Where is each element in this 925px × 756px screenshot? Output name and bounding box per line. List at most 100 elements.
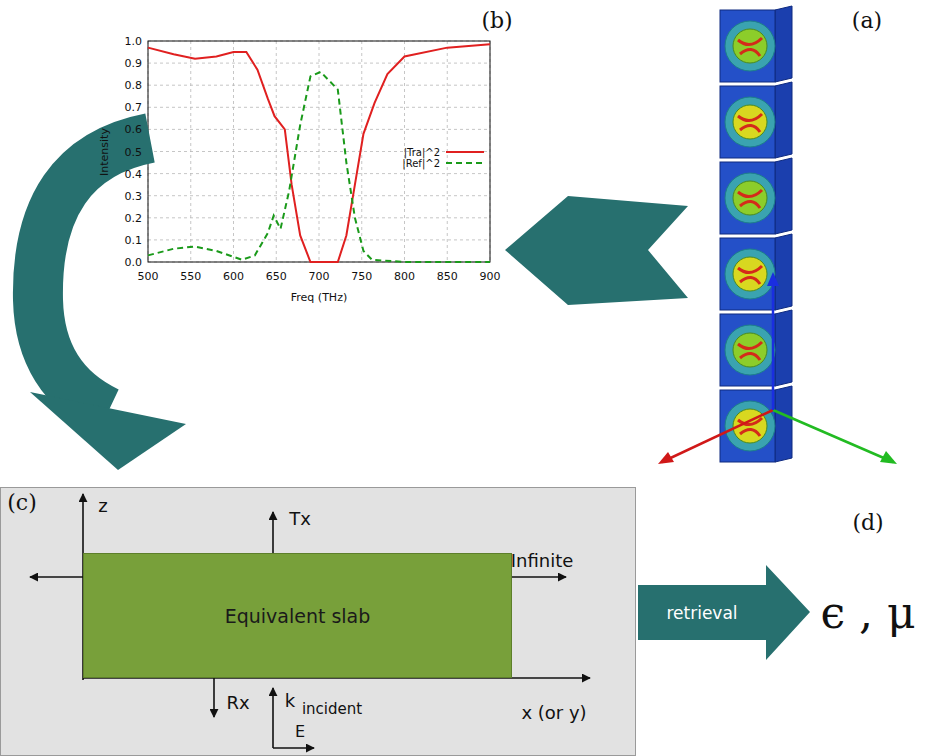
legend-entry: |Tra|^2	[404, 147, 440, 158]
cell-side-face	[775, 82, 792, 158]
axis-label: z	[98, 495, 107, 516]
y-tick-label: 0.2	[125, 211, 143, 224]
y-tick-label: 0.6	[125, 123, 143, 136]
cavity-ring	[725, 249, 775, 299]
panel-letter: (a)	[852, 8, 882, 33]
axis-z-head	[767, 272, 779, 286]
curved-flow-arrow	[38, 138, 150, 412]
cell-front-face	[720, 86, 775, 158]
cell-side-face	[775, 386, 792, 462]
sphere-field	[738, 38, 762, 56]
sphere-field	[738, 114, 762, 132]
cavity-ring	[725, 97, 775, 147]
axis-y-head	[880, 451, 897, 464]
cavity-ring	[725, 325, 775, 375]
sphere	[733, 181, 767, 215]
retrieval-arrow: retrieval	[638, 565, 810, 660]
x-tick-label: 850	[437, 270, 458, 283]
x-tick-label: 750	[351, 270, 372, 283]
x-tick-label: 600	[223, 270, 244, 283]
y-tick-label: 0.1	[125, 233, 143, 246]
grid-line	[319, 41, 320, 262]
cell-front-face	[720, 314, 775, 386]
panel-background	[1, 488, 636, 756]
node-label: retrieval	[666, 603, 737, 623]
axis-x-arrow	[662, 410, 773, 462]
sphere	[733, 29, 767, 63]
result-symbols: ϵ , μ	[820, 587, 915, 638]
extent-label: Infinite	[511, 550, 574, 571]
grid-line	[148, 63, 490, 64]
x-tick-label: 800	[394, 270, 415, 283]
panel-letter: (b)	[481, 8, 512, 33]
sphere-field	[738, 190, 762, 208]
reflection-sample	[446, 162, 484, 164]
equivalent-slab-box: Equivalent slab	[83, 553, 512, 678]
grid-line	[190, 41, 191, 262]
cell-side-face	[775, 234, 792, 310]
sphere-field	[738, 342, 762, 360]
unit-cell-column	[720, 6, 792, 462]
x-tick-label: 500	[138, 270, 159, 283]
axis-title: Intensity	[98, 128, 111, 176]
cavity-ring	[725, 21, 775, 71]
sphere	[733, 257, 767, 291]
y-tick-label: 0.8	[125, 79, 143, 92]
cell-front-face	[720, 390, 775, 462]
grid-line	[233, 41, 234, 262]
legend-entry: |Ref|^2	[402, 158, 440, 169]
y-tick-label: 0.7	[125, 101, 143, 114]
field-label: E	[295, 722, 305, 741]
cell-side-face	[775, 310, 792, 386]
reflected-arrow	[213, 678, 215, 717]
grid-line	[276, 41, 277, 262]
cavity-ring	[725, 401, 775, 451]
infinite-arrow-right	[512, 576, 566, 578]
plot-frame	[148, 41, 490, 262]
axis-title: Freq (THz)	[291, 291, 347, 304]
y-tick-label: 0.5	[125, 145, 143, 158]
y-tick-label: 0.4	[125, 167, 143, 180]
e-field-arrow	[273, 747, 314, 749]
axis-z-arrow	[772, 282, 775, 410]
axis-x-head	[658, 452, 674, 464]
y-tick-label: 0.3	[125, 189, 143, 202]
transmission-sample	[446, 151, 484, 153]
y-tick-label: 0.0	[125, 256, 143, 269]
transmission-chart	[148, 41, 490, 262]
sphere	[733, 333, 767, 367]
node-label: Equivalent slab	[225, 605, 371, 627]
panel-letter: (c)	[7, 490, 37, 515]
cell-side-face	[775, 158, 792, 234]
cell-front-face	[720, 162, 775, 234]
y-tick-label: 0.9	[125, 57, 143, 70]
sphere	[733, 105, 767, 139]
flow-arrow	[505, 196, 688, 305]
cell-front-face	[720, 10, 775, 82]
x-tick-label: 650	[266, 270, 287, 283]
wave-label: Tx	[289, 508, 311, 529]
wave-label: k	[285, 690, 295, 711]
sphere-field	[738, 266, 762, 284]
panel-letter: (d)	[852, 510, 883, 535]
arrow-outline	[638, 565, 810, 660]
transmission-curve	[148, 44, 490, 262]
reflection-curve	[148, 72, 490, 262]
x-tick-label: 900	[480, 270, 501, 283]
wave-subscript: incident	[302, 700, 362, 718]
cell-front-face	[720, 238, 775, 310]
arrow-body: retrieval	[638, 585, 766, 640]
infinite-arrow-left	[30, 576, 83, 578]
x-tick-label: 700	[309, 270, 330, 283]
x-tick-label: 550	[180, 270, 201, 283]
transmitted-arrow	[272, 512, 274, 553]
cavity-ring	[725, 173, 775, 223]
wave-label: Rx	[226, 692, 249, 713]
cell-side-face	[775, 6, 792, 82]
grid-line	[148, 129, 490, 130]
incident-k-arrow	[272, 688, 274, 748]
axis-y-arrow	[773, 410, 893, 462]
y-tick-label: 1.0	[125, 35, 143, 48]
grid-line	[148, 195, 490, 196]
